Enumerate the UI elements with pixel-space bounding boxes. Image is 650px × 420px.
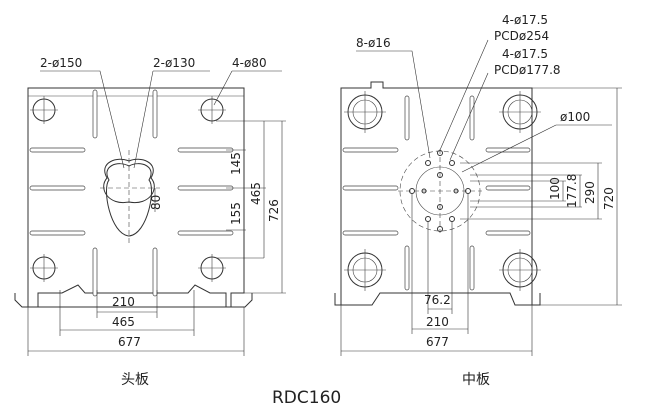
front-dim-v-lower: 155	[229, 202, 243, 225]
mid-callout-4-leader	[461, 124, 612, 173]
middle-vertical-dims	[460, 87, 622, 306]
mid-callout-6: ø100	[560, 110, 590, 124]
mid-callout-5: PCDø177.8	[494, 63, 561, 77]
front-plate-outline	[27, 87, 245, 308]
front-plate-slots	[29, 89, 234, 297]
mid-dim-v-100: 100	[548, 177, 562, 200]
middle-horizontal-dims	[340, 194, 533, 356]
front-callout-2-leader	[133, 70, 210, 169]
mid-dim-v-1778: 177.8	[565, 174, 579, 208]
front-plate-corner-holes	[30, 96, 226, 282]
model-title: RDC160	[272, 388, 341, 408]
mid-dim-h-762: 76.2	[424, 293, 451, 307]
middle-plate: 8-ø16 4-ø17.5 PCDø254 4-ø17.5 PCDø177.8 …	[334, 13, 622, 388]
mid-callout-2: 4-ø17.5	[502, 13, 548, 27]
front-dim-v-small: 80	[149, 195, 163, 210]
mid-dim-h-outer: 677	[426, 335, 449, 349]
front-dim-h-outer: 677	[118, 335, 141, 349]
middle-plate-caption: 中板	[462, 372, 490, 388]
mid-callout-1: 8-ø16	[356, 36, 391, 50]
front-plate-caption: 头板	[121, 372, 149, 388]
mid-callout-3-leader	[449, 72, 489, 161]
front-callout-1: 2-ø150	[40, 56, 82, 70]
front-dim-v-outer: 726	[267, 199, 281, 222]
front-horizontal-dims	[27, 290, 245, 356]
mid-callout-4: 4-ø17.5	[502, 47, 548, 61]
front-plate: 2-ø150 2-ø130 4-ø80 145 155 465 726 80 2…	[14, 56, 286, 388]
front-plate-center-opening	[100, 150, 160, 244]
front-callout-3-leader	[213, 70, 282, 106]
front-dim-h-inner: 210	[112, 295, 135, 309]
middle-plate-bolt-pattern	[398, 149, 482, 233]
middle-plate-corner-holes	[344, 91, 541, 291]
front-plate-base	[14, 293, 253, 308]
front-callout-1-leader	[40, 70, 125, 169]
mid-callout-3: PCDø254	[494, 29, 549, 43]
mid-callout-2-leader	[439, 39, 489, 151]
front-vertical-dims	[154, 120, 286, 294]
middle-plate-slots	[342, 95, 531, 291]
mid-callout-1-leader	[356, 50, 431, 159]
front-callout-2: 2-ø130	[153, 56, 195, 70]
front-dim-v-total: 465	[249, 182, 263, 205]
front-dim-v-upper: 145	[229, 152, 243, 175]
mid-dim-v-outer: 720	[602, 187, 616, 210]
mid-dim-v-290: 290	[583, 181, 597, 204]
front-callout-3: 4-ø80	[232, 56, 267, 70]
front-dim-h-mid: 465	[112, 315, 135, 329]
mid-dim-h-210: 210	[426, 315, 449, 329]
